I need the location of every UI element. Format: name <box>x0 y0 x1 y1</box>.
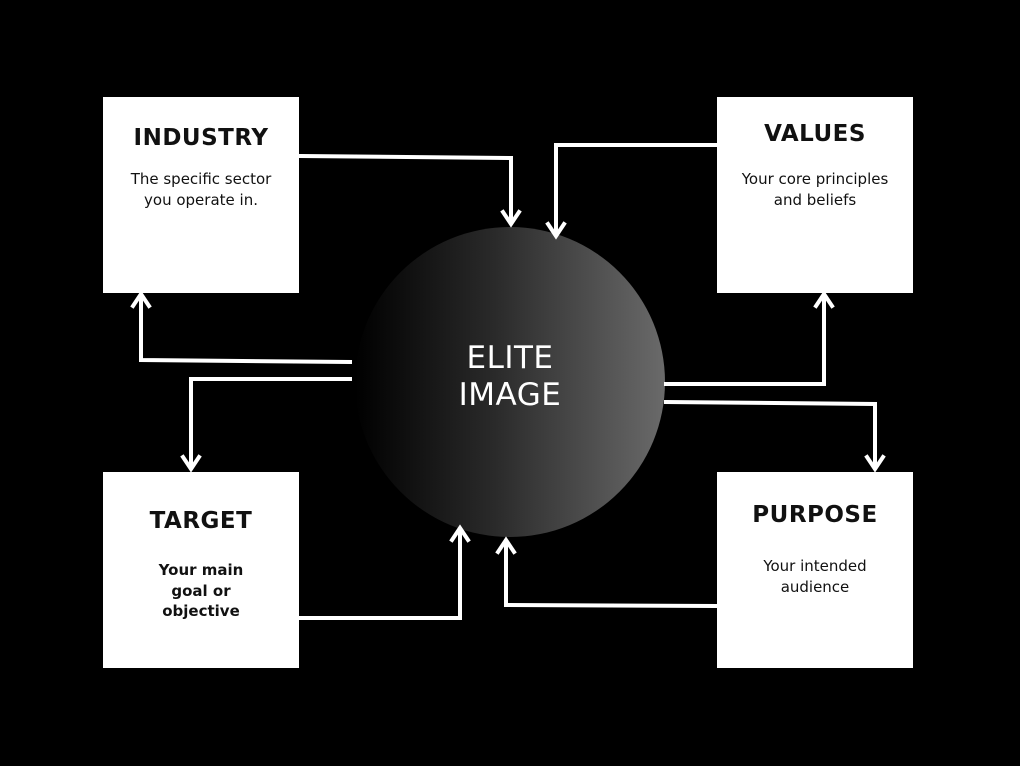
target-box: TARGET Your main goal or objective <box>103 472 299 668</box>
industry-description: The specific sector you operate in. <box>130 170 272 209</box>
values-title: VALUES <box>764 121 866 147</box>
industry-box: INDUSTRY The specific sector you operate… <box>103 97 299 293</box>
center-label-line1: ELITE <box>466 340 554 376</box>
values-box: VALUES Your core principles and beliefs <box>717 97 913 293</box>
target-description: Your main goal or objective <box>158 561 244 620</box>
arrow-center-to-target <box>180 377 352 473</box>
arrow-industry-to-center <box>298 153 522 228</box>
target-title: TARGET <box>149 508 253 534</box>
center-label: ELITE IMAGE <box>355 340 665 414</box>
arrow-center-to-industry <box>130 290 353 365</box>
purpose-title: PURPOSE <box>752 502 878 528</box>
arrow-values-to-center <box>545 143 717 240</box>
values-description: Your core principles and beliefs <box>741 170 889 209</box>
arrow-purpose-to-center <box>495 536 718 609</box>
arrow-target-to-center <box>299 524 471 620</box>
arrow-center-to-purpose <box>663 399 886 473</box>
purpose-description: Your intended audience <box>763 557 867 596</box>
center-circle <box>355 227 665 537</box>
industry-title: INDUSTRY <box>133 125 269 151</box>
arrow-center-to-values <box>664 290 835 386</box>
purpose-box: PURPOSE Your intended audience <box>717 472 913 668</box>
center-label-line2: IMAGE <box>458 377 562 413</box>
